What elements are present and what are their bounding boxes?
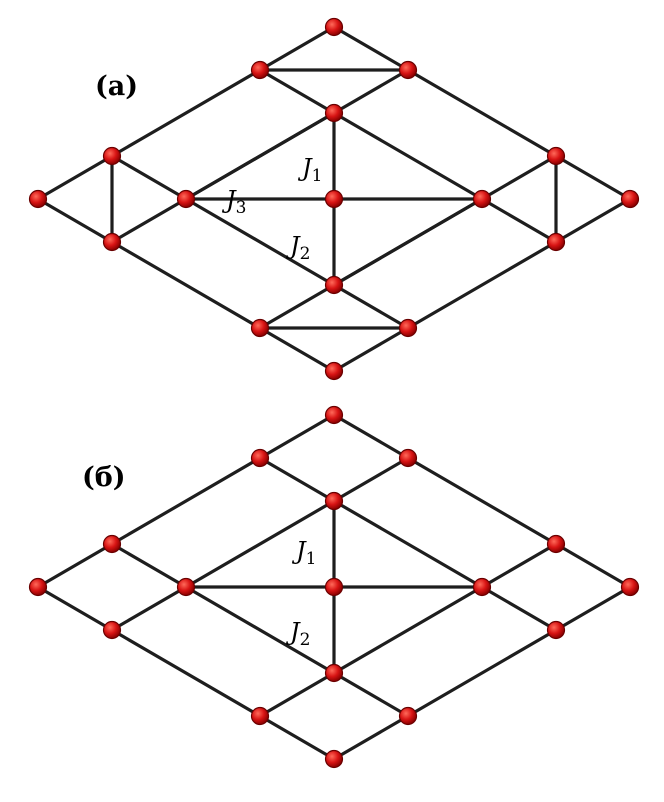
panel-a-bond xyxy=(36,197,114,244)
panel-a-bond xyxy=(480,197,558,244)
panel-a-lattice-site xyxy=(398,60,418,80)
panel-a-bond xyxy=(184,197,336,287)
panel-a-bond xyxy=(184,111,336,201)
bonds-b xyxy=(36,413,632,761)
panel-b-lattice-site xyxy=(472,577,492,597)
panel-a-lattice-site xyxy=(324,361,344,381)
panel-b-lattice-site xyxy=(250,706,270,726)
panel-b-bond xyxy=(110,456,262,546)
panel-b-bond xyxy=(480,542,558,589)
panel-a-lattice-site xyxy=(324,17,344,37)
panel-b-label: (б) xyxy=(82,462,126,493)
panel-a-bond xyxy=(480,154,558,201)
sites-a xyxy=(28,17,640,381)
panel-b-lattice-site xyxy=(546,620,566,640)
panel-a-lattice-site xyxy=(28,189,48,209)
panel-a-lattice-site xyxy=(620,189,640,209)
panel-a-bond xyxy=(332,25,410,72)
panel-b-lattice-site xyxy=(250,448,270,468)
panel-b-bond xyxy=(184,585,336,675)
panel-b-lattice-site xyxy=(546,534,566,554)
panel-a-bond xyxy=(406,68,558,158)
panel-a-lattice-site xyxy=(250,318,270,338)
panel-a-bond xyxy=(554,197,632,244)
panel-b-lattice-site xyxy=(102,620,122,640)
panel-b-bond xyxy=(406,456,558,546)
panel-b-bond xyxy=(36,585,114,632)
panel-a-label: (a) xyxy=(95,71,138,102)
panel-b: (б) J1 J2 xyxy=(28,405,640,769)
panel-b-bond xyxy=(258,671,336,718)
panel-b-bond xyxy=(110,585,188,632)
panel-b-lattice-site xyxy=(176,577,196,597)
panel-b-bond xyxy=(332,671,410,718)
panel-a-bond xyxy=(110,154,188,201)
panel-b-lattice-site xyxy=(28,577,48,597)
panel-a-bond xyxy=(258,283,336,330)
panel-b-lattice-site xyxy=(324,577,344,597)
panel-b-bond xyxy=(332,413,410,460)
panel-b-lattice-site xyxy=(398,706,418,726)
panel-b-bond xyxy=(406,628,558,718)
bonds-a xyxy=(36,25,632,373)
panel-b-bond xyxy=(554,542,632,589)
panel-a-lattice-site xyxy=(102,146,122,166)
panel-a-bond xyxy=(110,197,188,244)
panel-b-lattice-site xyxy=(324,663,344,683)
panel-a-bond xyxy=(332,326,410,373)
panel-b-bond xyxy=(332,585,484,675)
panel-b-bond xyxy=(332,456,410,503)
panel-a: (a) J1 J3 J2 xyxy=(28,17,640,381)
coupling-label-j1-b: J1 xyxy=(291,537,316,569)
coupling-label-j3-a: J3 xyxy=(221,186,246,218)
panel-a-lattice-site xyxy=(176,189,196,209)
panel-b-bond xyxy=(184,499,336,589)
panel-a-bond xyxy=(554,154,632,201)
panel-a-bond xyxy=(332,111,484,201)
panel-b-bond xyxy=(258,413,336,460)
panel-b-lattice-site xyxy=(102,534,122,554)
panel-a-bond xyxy=(332,68,410,115)
panel-b-bond xyxy=(36,542,114,589)
coupling-label-j1-a: J1 xyxy=(297,154,322,186)
panel-b-lattice-site xyxy=(620,577,640,597)
panel-b-bond xyxy=(258,714,336,761)
panel-a-bond xyxy=(258,326,336,373)
panel-a-bond xyxy=(406,240,558,330)
panel-a-bond xyxy=(110,68,262,158)
panel-a-lattice-site xyxy=(324,189,344,209)
panel-a-lattice-site xyxy=(546,232,566,252)
panel-b-bond xyxy=(110,628,262,718)
panel-a-bond xyxy=(332,197,484,287)
panel-a-lattice-site xyxy=(324,275,344,295)
panel-a-lattice-site xyxy=(250,60,270,80)
panel-b-lattice-site xyxy=(324,749,344,769)
panel-a-lattice-site xyxy=(324,103,344,123)
panel-b-bond xyxy=(332,714,410,761)
panel-a-lattice-site xyxy=(102,232,122,252)
panel-a-lattice-site xyxy=(546,146,566,166)
sites-b xyxy=(28,405,640,769)
panel-a-lattice-site xyxy=(398,318,418,338)
panel-a-bond xyxy=(36,154,114,201)
panel-b-lattice-site xyxy=(398,448,418,468)
panel-b-lattice-site xyxy=(324,405,344,425)
panel-b-bond xyxy=(258,456,336,503)
panel-b-bond xyxy=(110,542,188,589)
panel-a-bond xyxy=(258,68,336,115)
panel-a-bond xyxy=(258,25,336,72)
panel-a-lattice-site xyxy=(472,189,492,209)
panel-b-bond xyxy=(480,585,558,632)
panel-a-bond xyxy=(332,283,410,330)
panel-b-bond xyxy=(554,585,632,632)
panel-a-bond xyxy=(110,240,262,330)
panel-b-lattice-site xyxy=(324,491,344,511)
panel-b-bond xyxy=(332,499,484,589)
